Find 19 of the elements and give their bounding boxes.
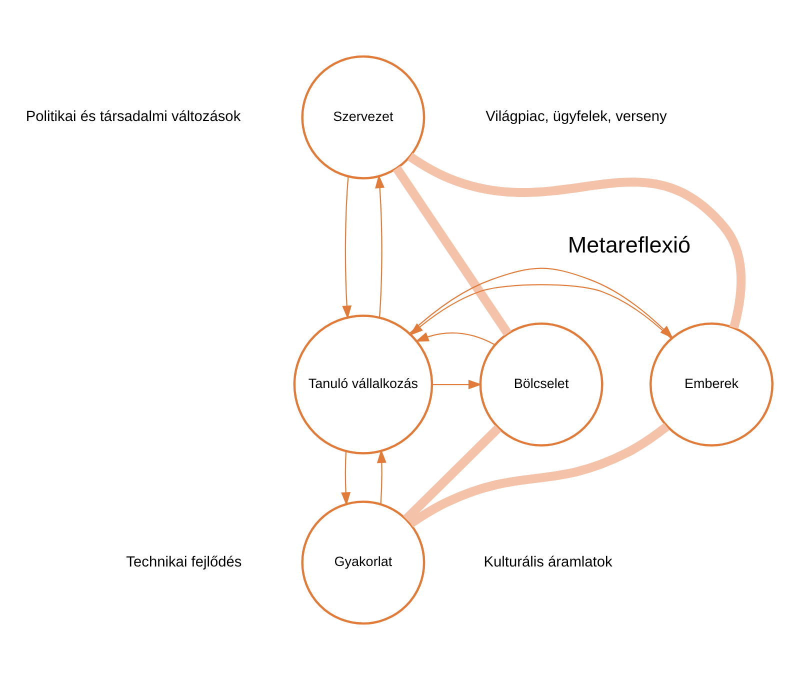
connector: [407, 152, 746, 329]
label: Technikai fejlődés: [126, 554, 242, 570]
label: Kulturális áramlatok: [484, 554, 612, 570]
node-circle: Emberek: [650, 322, 774, 447]
node-circle: Bölcselet: [479, 322, 604, 447]
label: Metareflexió: [568, 232, 691, 258]
node-circle: Szervezet: [301, 55, 426, 180]
arrow: [415, 332, 496, 346]
connector: [408, 422, 670, 528]
node-circle: Gyakorlat: [301, 500, 426, 625]
node-circle: Tanuló vállalkozás: [293, 314, 434, 454]
arrow: [375, 174, 385, 318]
arrow: [342, 176, 352, 320]
arrow: [432, 380, 482, 390]
arrow: [376, 449, 386, 504]
label: Világpiac, ügyfelek, verseny: [486, 109, 667, 126]
connector: [403, 425, 502, 522]
arrow: [341, 451, 351, 506]
label: Politikai és társadalmi változások: [26, 109, 241, 126]
